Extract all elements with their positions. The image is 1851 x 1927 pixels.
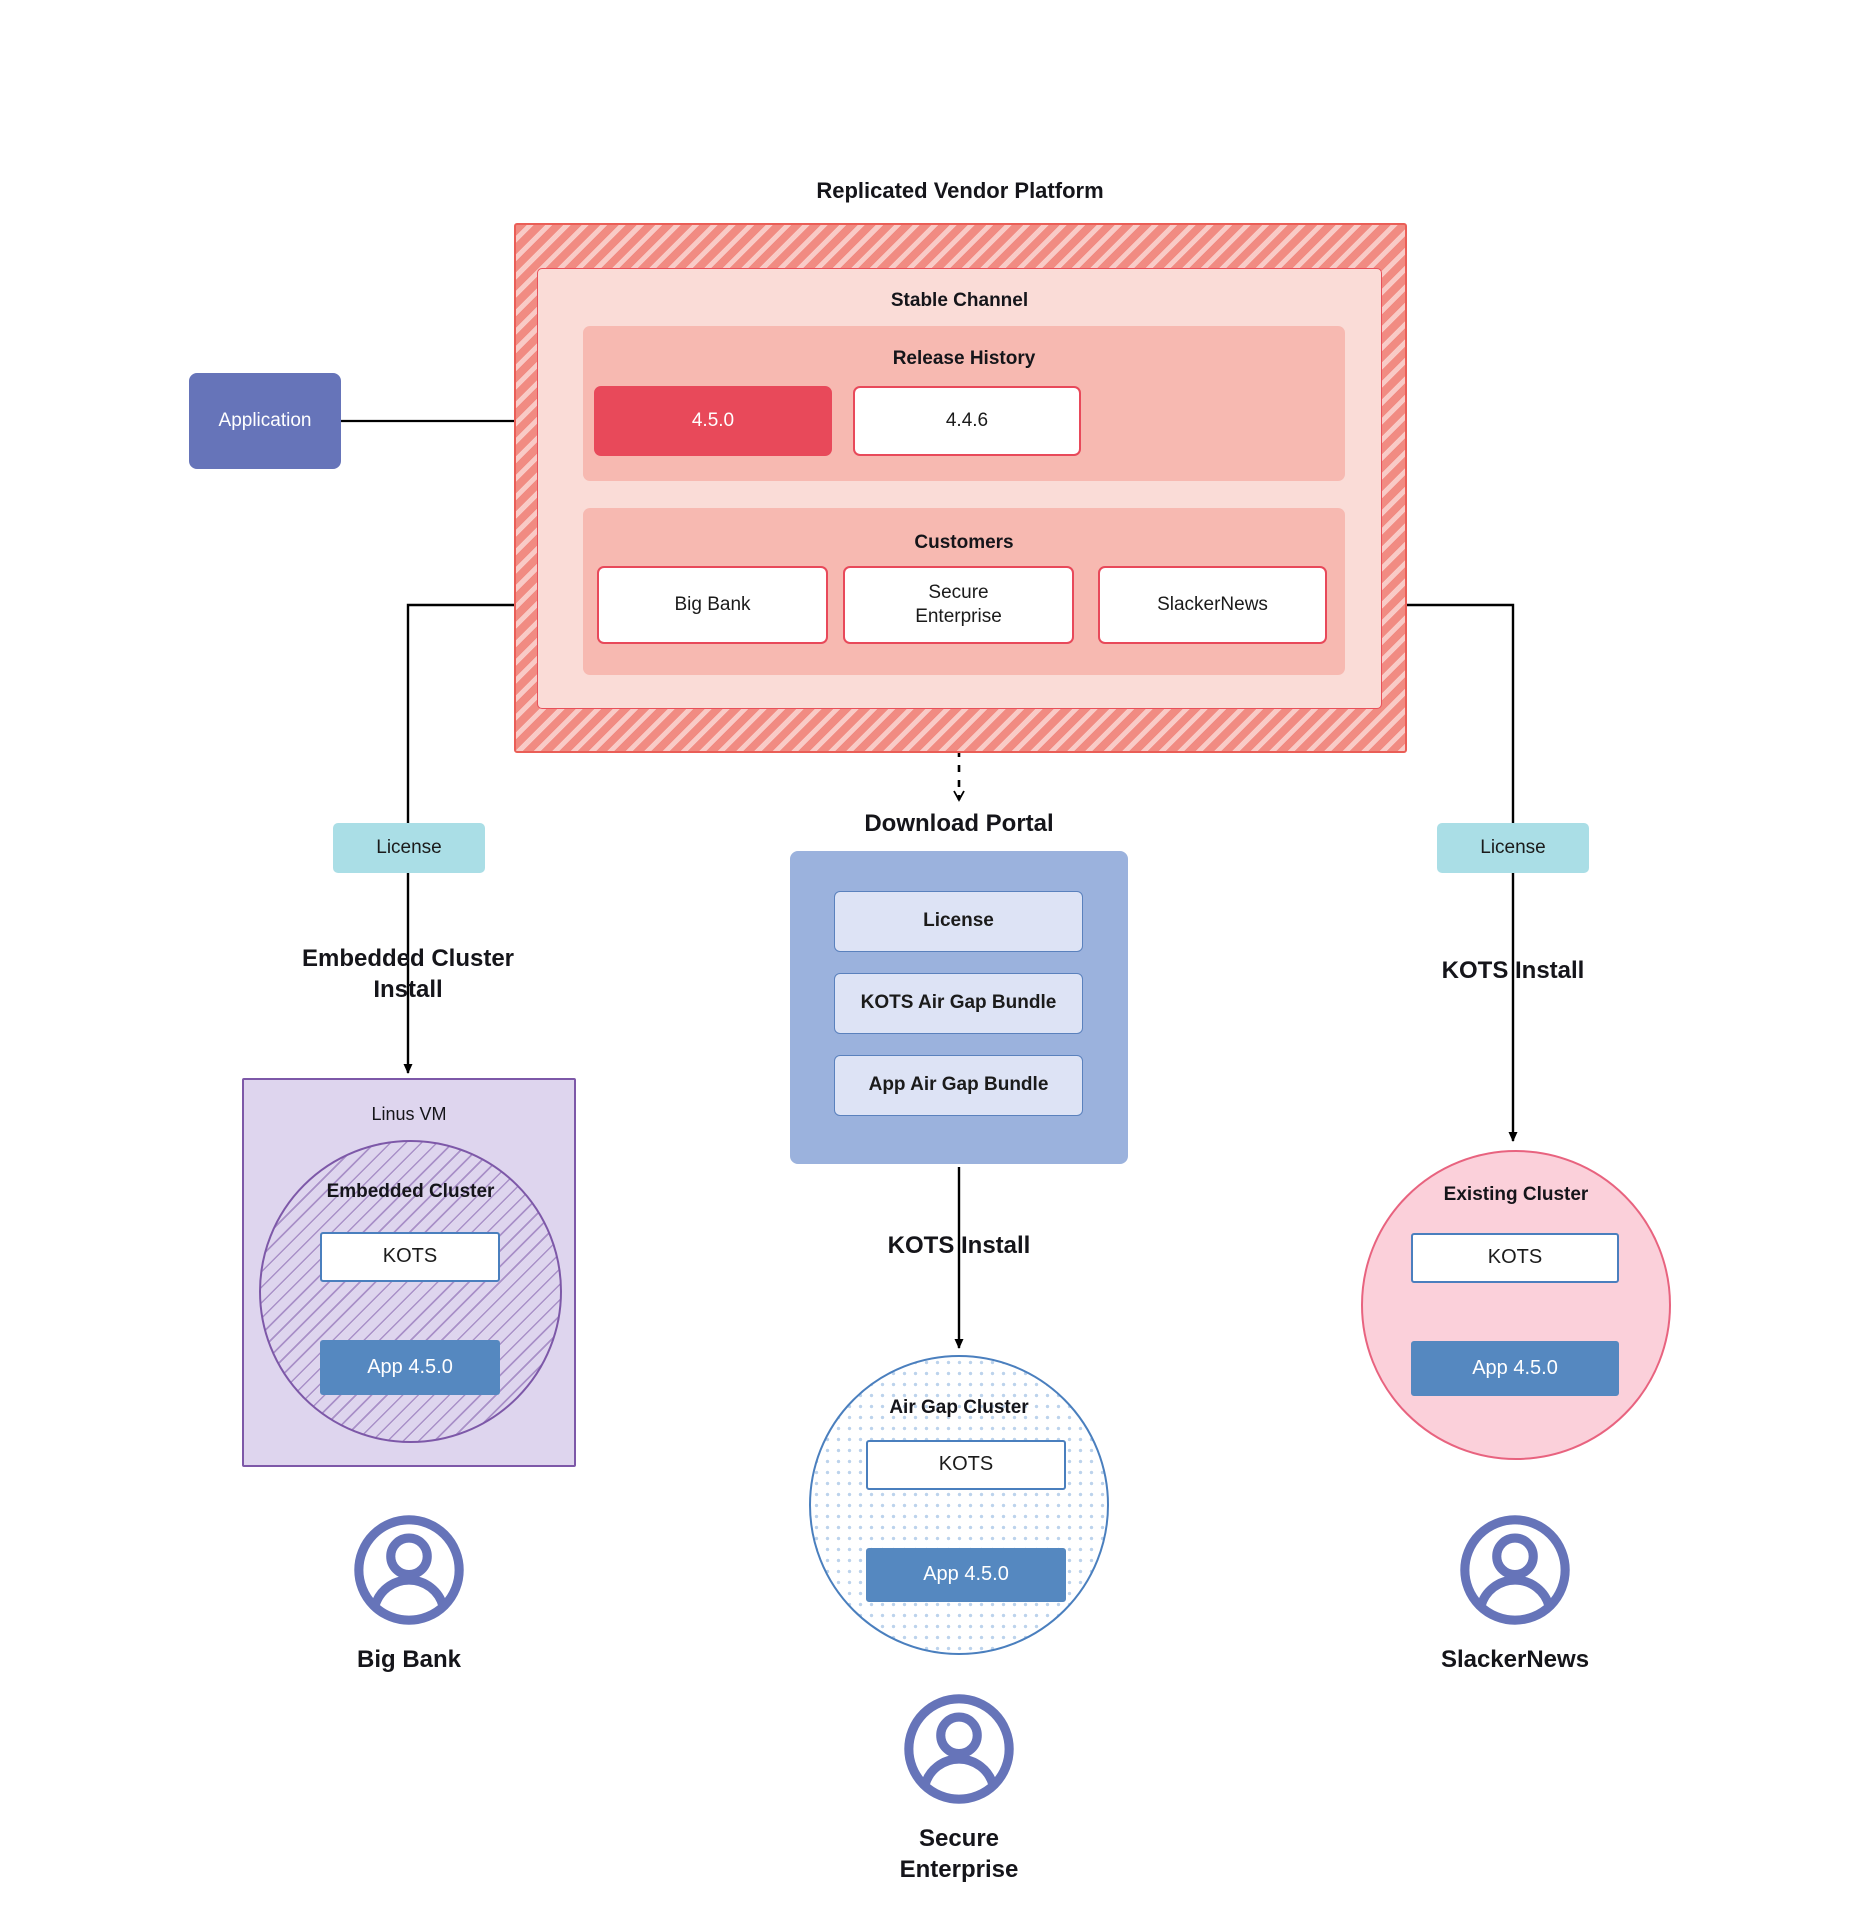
install-label-text: Embedded Cluster Install [301, 945, 515, 1003]
air-gap-cluster-circle [809, 1355, 1109, 1655]
existing-cluster-title: Existing Cluster [1443, 1184, 1589, 1206]
kots-label: KOTS [938, 1453, 994, 1476]
portal-item-label: KOTS Air Gap Bundle [860, 992, 1057, 1014]
license-chip-right[interactable]: License [1437, 823, 1589, 873]
license-label: License [1480, 836, 1546, 858]
user-avatar-icon [352, 1513, 466, 1627]
persona-label-slackernews: SlackerNews [1440, 1645, 1590, 1673]
customer-card-slackernews[interactable]: SlackerNews [1098, 566, 1327, 644]
persona-label-big-bank: Big Bank [356, 1645, 461, 1673]
portal-item-label: App Air Gap Bundle [868, 1074, 1049, 1096]
install-label-embedded-cluster: Embedded Cluster Install [258, 944, 558, 1006]
license-label: License [376, 836, 442, 858]
install-label-kots-middle: KOTS Install [887, 1231, 1031, 1259]
application-box[interactable]: Application [189, 373, 341, 469]
kots-box-left[interactable]: KOTS [320, 1232, 500, 1282]
app-box-right[interactable]: App 4.5.0 [1411, 1341, 1619, 1396]
download-portal-title: Download Portal [864, 809, 1054, 837]
existing-cluster-circle [1361, 1150, 1671, 1460]
user-avatar-icon [1458, 1513, 1572, 1627]
persona-label-secure-enterprise: Secure Enterprise [829, 1820, 1089, 1890]
portal-item-app-air-gap-bundle[interactable]: App Air Gap Bundle [834, 1055, 1083, 1116]
linux-vm-title: Linus VM [371, 1104, 447, 1125]
customer-card-big-bank[interactable]: Big Bank [597, 566, 828, 644]
portal-item-label: License [923, 910, 994, 932]
embedded-cluster-title: Embedded Cluster [326, 1181, 495, 1203]
install-label-kots-right: KOTS Install [1441, 956, 1585, 984]
kots-box-middle[interactable]: KOTS [866, 1440, 1066, 1490]
customer-name: Big Bank [674, 593, 751, 615]
app-box-middle[interactable]: App 4.5.0 [866, 1548, 1066, 1602]
release-card-current[interactable]: 4.5.0 [594, 386, 832, 456]
stable-channel-title: Stable Channel [890, 289, 1029, 311]
license-chip-left[interactable]: License [333, 823, 485, 873]
persona-label-text: Secure Enterprise [899, 1825, 1019, 1883]
app-box-left[interactable]: App 4.5.0 [320, 1340, 500, 1395]
customer-card-secure-enterprise[interactable]: Secure Enterprise [843, 566, 1074, 644]
app-label: App 4.5.0 [367, 1355, 453, 1378]
release-version: 4.5.0 [691, 409, 735, 431]
release-version: 4.4.6 [945, 409, 989, 431]
user-avatar-icon [902, 1692, 1016, 1806]
kots-box-right[interactable]: KOTS [1411, 1233, 1619, 1283]
application-label: Application [218, 409, 312, 431]
release-card-previous[interactable]: 4.4.6 [853, 386, 1081, 456]
diagram-title: Replicated Vendor Platform [816, 177, 1104, 203]
release-history-title: Release History [892, 348, 1036, 370]
customers-title: Customers [914, 532, 1014, 554]
kots-label: KOTS [1487, 1246, 1543, 1269]
app-label: App 4.5.0 [923, 1563, 1009, 1586]
customer-name: Secure Enterprise [915, 581, 1002, 627]
air-gap-cluster-title: Air Gap Cluster [889, 1397, 1029, 1419]
app-label: App 4.5.0 [1472, 1356, 1558, 1379]
customer-name: SlackerNews [1157, 593, 1268, 615]
portal-item-kots-air-gap-bundle[interactable]: KOTS Air Gap Bundle [834, 973, 1083, 1034]
kots-label: KOTS [382, 1245, 438, 1268]
portal-item-license[interactable]: License [834, 891, 1083, 952]
